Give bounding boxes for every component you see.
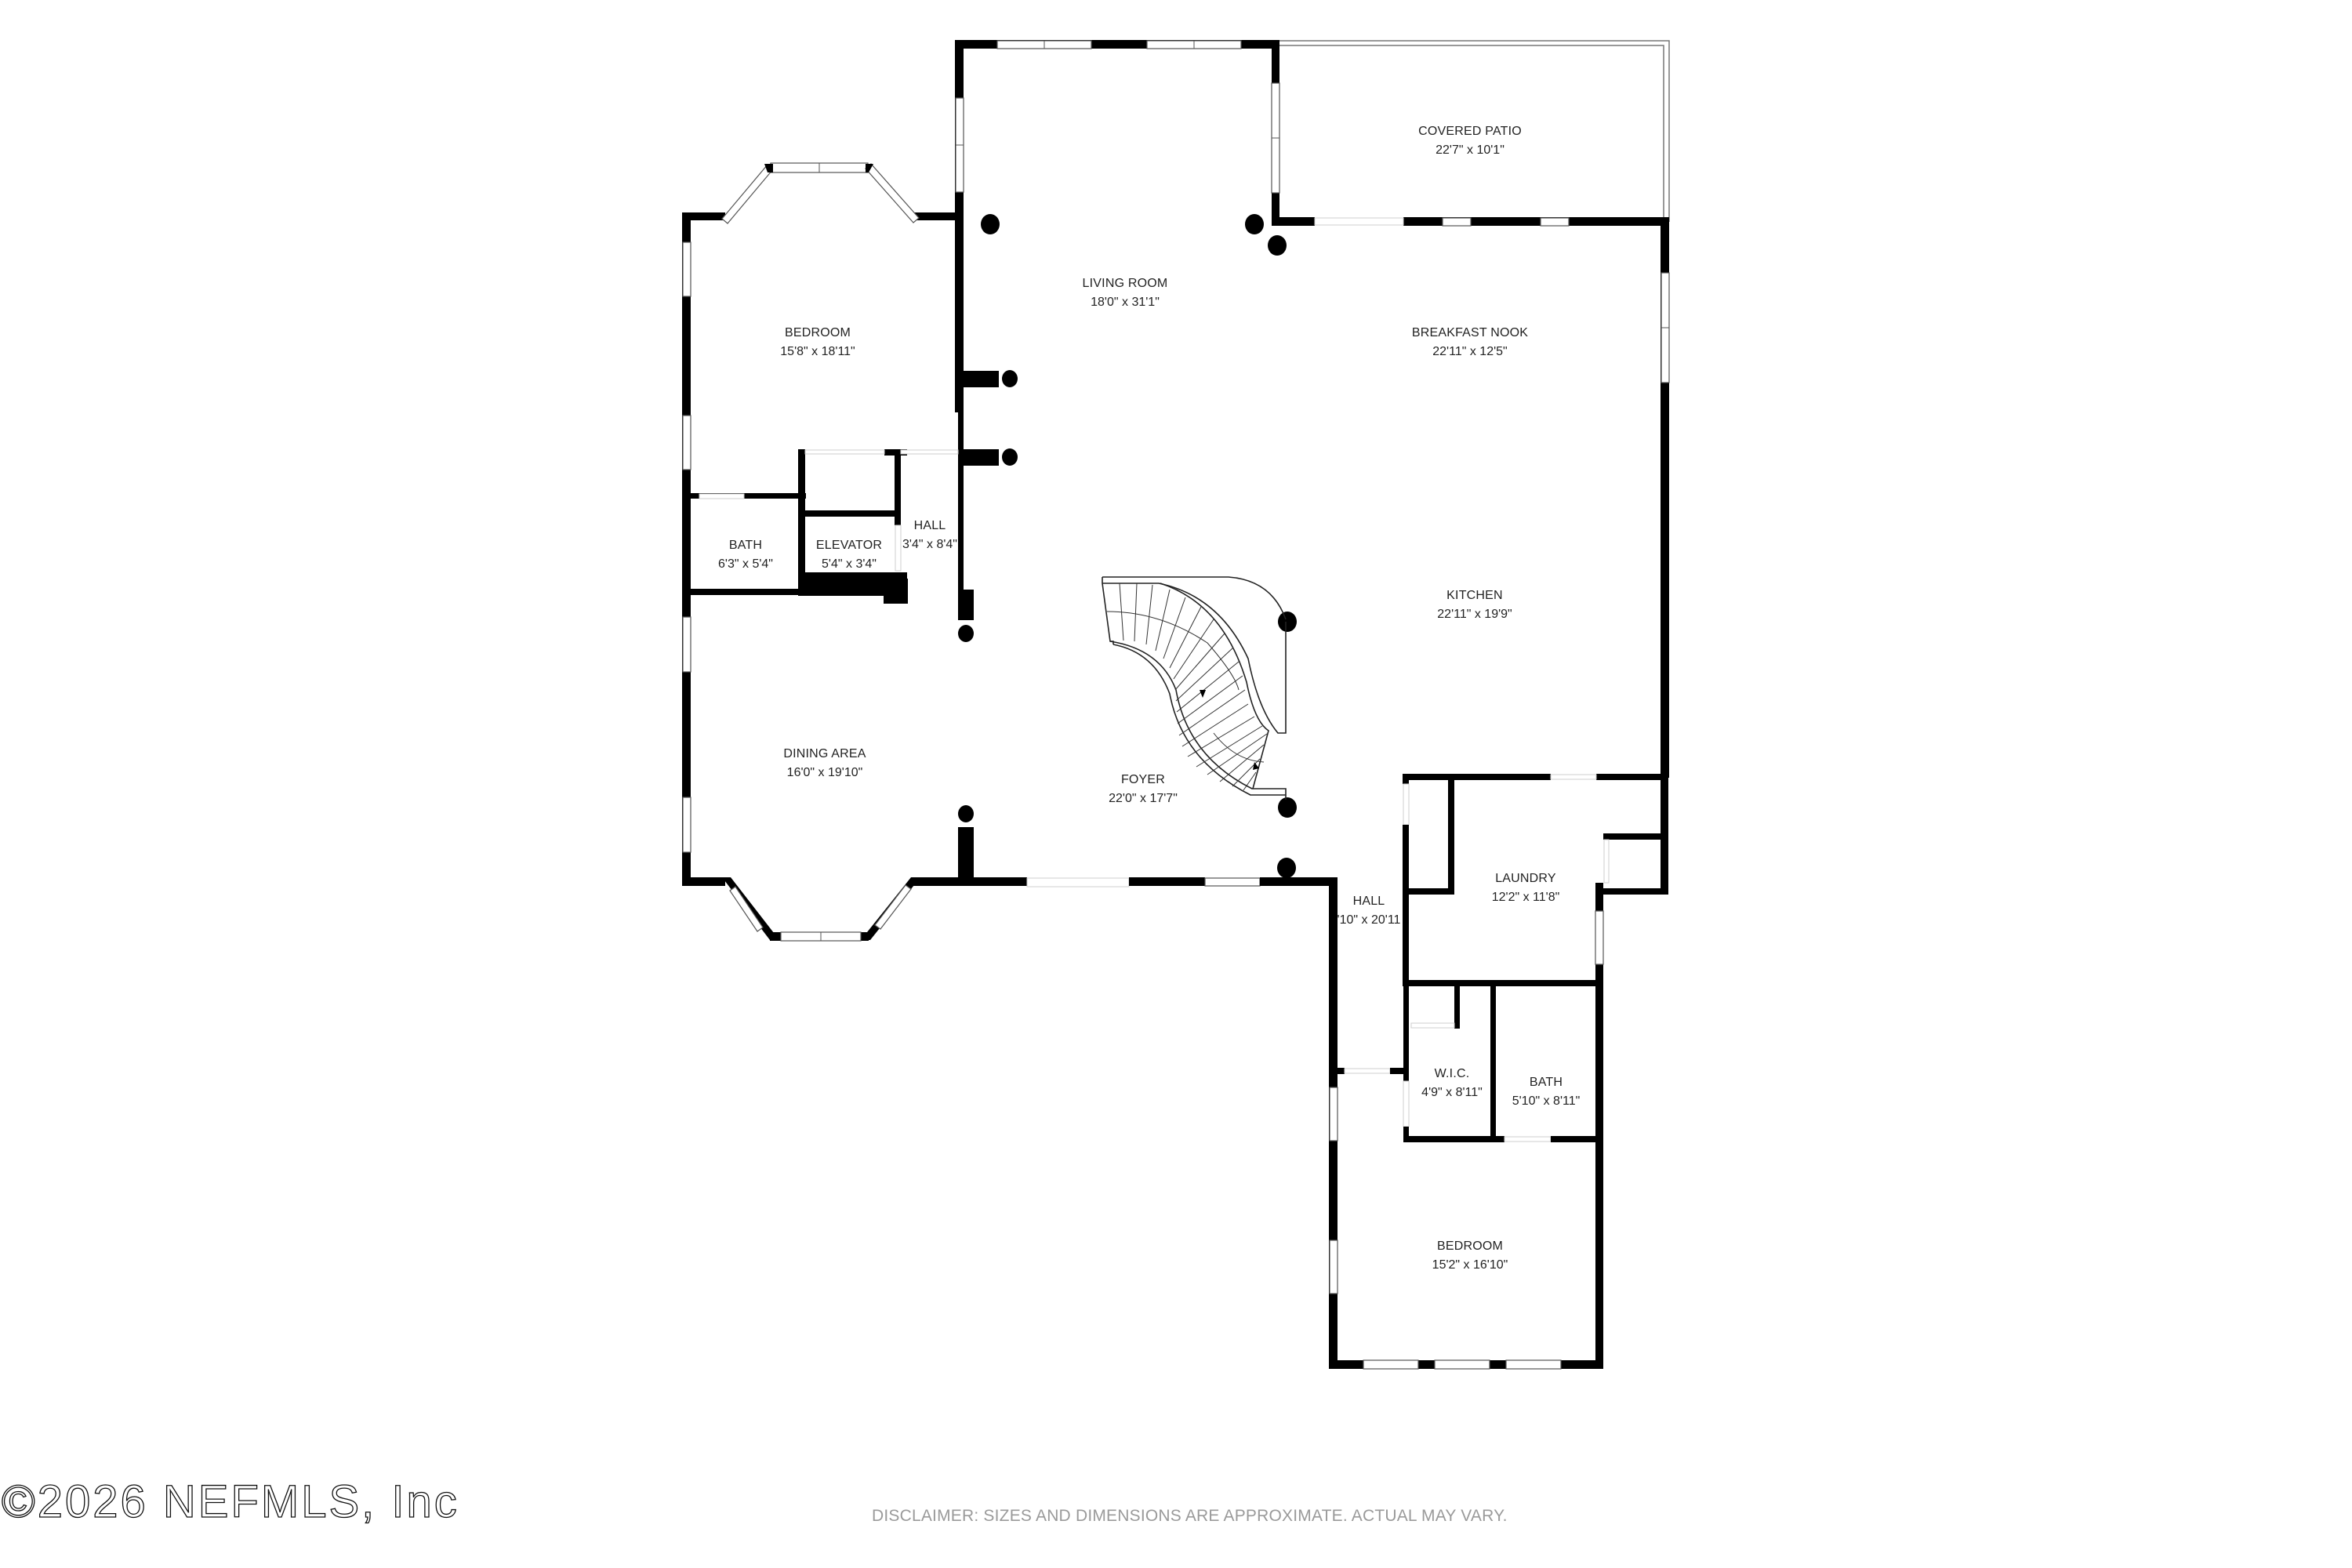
room-dimensions: 22'11" x 19'9" [1437,608,1512,621]
room-dimensions: 18'0" x 31'1" [1091,296,1160,309]
room-name: BEDROOM [1436,1240,1504,1253]
room-dimensions: 3'4" x 8'4" [902,538,957,551]
room-dimensions: 15'8" x 18'11" [780,345,855,358]
room-name: HALL [1352,895,1385,908]
staircase-icon [1102,576,1287,800]
room-name: BATH [728,539,763,552]
room-dimensions: 5'10" x 8'11" [1512,1094,1581,1108]
room-dimensions: 6'3" x 5'4" [718,557,773,571]
room-dimensions: 5'4" x 3'4" [822,557,877,571]
dining-walls [682,616,1027,942]
room-dimensions: '10" x 20'11 [1337,913,1401,927]
copyright-watermark: ©2026 NEFMLS, Inc [1,1475,459,1527]
room-name: BEDROOM [784,326,851,339]
room-name: FOYER [1120,773,1166,786]
room-label-hall-small: HALL 3'4" x 8'4" [902,517,957,554]
wic-bath-walls [1330,980,1603,1369]
room-name: W.I.C. [1434,1067,1470,1080]
living-room-walls [955,40,1669,620]
room-label-bath-left: BATH 6'3" x 5'4" [718,536,773,574]
room-name: KITCHEN [1446,589,1503,602]
living-room-windows [955,40,1570,227]
room-label-dining-area: DINING AREA 16'0" x 19'10" [783,745,866,782]
kitchen-windows [1661,272,1670,383]
room-label-bedroom-left: BEDROOM 15'8" x 18'11" [780,324,855,361]
room-name: HALL [913,519,946,532]
foyer-walls [1026,877,1338,1369]
room-name: BATH [1529,1076,1563,1089]
room-label-covered-patio: COVERED PATIO 22'7" x 10'1" [1418,122,1522,160]
covered-patio-outline [1279,40,1670,222]
room-label-foyer: FOYER 22'0" x 17'7" [1109,771,1178,808]
room-name: COVERED PATIO [1418,125,1522,138]
laundry-walls [1403,774,1668,986]
room-label-kitchen: KITCHEN 22'11" x 19'9" [1437,586,1512,624]
room-label-bedroom-right: BEDROOM 15'2" x 16'10" [1432,1237,1508,1275]
room-name: BREAKFAST NOOK [1411,326,1529,339]
right-bedroom-walls [1329,1087,1603,1370]
room-name: LAUNDRY [1495,872,1556,885]
room-label-hall-long: HALL '10" x 20'11 [1338,892,1401,930]
room-dimensions: 15'2" x 16'10" [1432,1258,1508,1272]
room-dimensions: 16'0" x 19'10" [786,766,863,779]
room-dimensions: 22'11" x 12'5" [1432,345,1508,358]
left-bedroom-windows [682,241,959,572]
room-label-laundry: LAUNDRY 12'2" x 11'8" [1492,869,1560,907]
room-dimensions: 22'7" x 10'1" [1436,143,1504,157]
room-name: DINING AREA [783,747,866,760]
room-dimensions: 4'9" x 8'11" [1421,1086,1483,1099]
room-name: ELEVATOR [815,539,883,552]
room-label-bath-right: BATH 5'10" x 8'11" [1512,1073,1581,1111]
room-dimensions: 22'0" x 17'7" [1109,792,1178,805]
room-dimensions: 12'2" x 11'8" [1491,891,1560,904]
room-label-elevator: ELEVATOR 5'4" x 3'4" [816,536,882,574]
room-label-wic: W.I.C. 4'9" x 8'11" [1421,1065,1483,1102]
disclaimer-text: DISCLAIMER: SIZES AND DIMENSIONS ARE APP… [872,1507,1508,1525]
room-label-living-room: LIVING ROOM 18'0" x 31'1" [1083,274,1168,312]
room-name: LIVING ROOM [1082,277,1168,290]
room-label-breakfast-nook: BREAKFAST NOOK 22'11" x 12'5" [1412,324,1528,361]
columns [958,214,1297,878]
